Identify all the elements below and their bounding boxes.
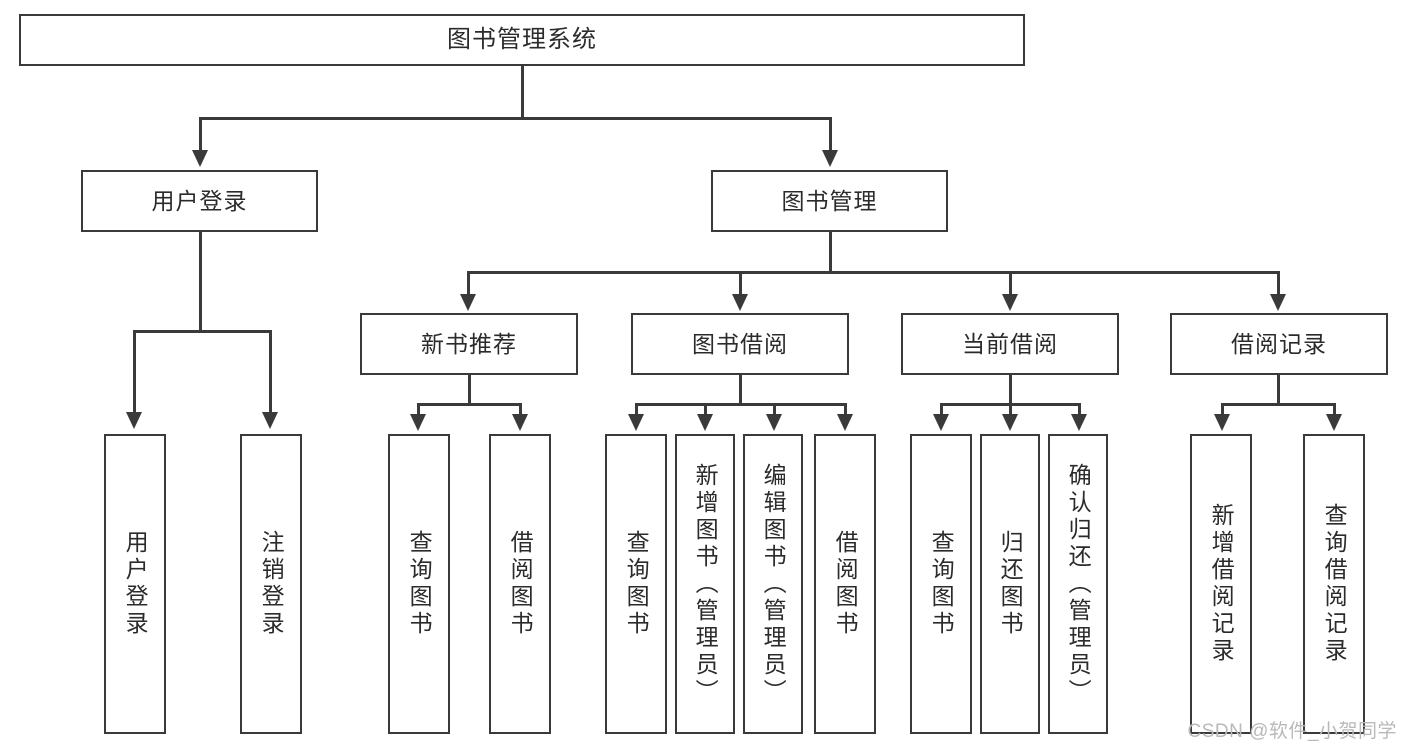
node-label: 查询图书 [928, 530, 955, 638]
node-label: 新书推荐 [421, 330, 517, 357]
node-label: 编辑图书（管理员） [760, 462, 787, 706]
arrow-head-down-icon [262, 412, 278, 429]
node-book-borrow[interactable]: 图书借阅 [631, 313, 849, 375]
arrow-head-down-icon [822, 150, 838, 167]
arrow-head-down-icon [1214, 414, 1230, 431]
connector-user-login-drop-2 [269, 330, 272, 415]
leaf-user-login-login[interactable]: 用户登录 [104, 434, 166, 734]
node-label: 新增图书（管理员） [692, 462, 719, 706]
leaf-user-login-logout[interactable]: 注销登录 [240, 434, 302, 734]
node-label: 新增借阅记录 [1208, 503, 1235, 665]
node-label: 归还图书 [997, 530, 1024, 638]
arrow-head-down-icon [1002, 294, 1018, 311]
leaf-recommend-borrow-book[interactable]: 借阅图书 [489, 434, 551, 734]
node-label: 确认归还（管理员） [1065, 462, 1092, 706]
arrow-head-down-icon [126, 412, 142, 429]
connector-root-drop-1 [199, 117, 202, 153]
connector-borrow-drop-1 [635, 403, 638, 417]
arrow-head-down-icon [460, 294, 476, 311]
connector-record-bus [1221, 403, 1335, 406]
node-new-book-recommend[interactable]: 新书推荐 [360, 313, 578, 375]
connector-book-mgmt-bus [467, 271, 1279, 274]
connector-root-bus [199, 117, 831, 120]
leaf-record-add-record[interactable]: 新增借阅记录 [1190, 434, 1252, 734]
arrow-head-down-icon [837, 414, 853, 431]
leaf-borrow-add-book-admin[interactable]: 新增图书（管理员） [675, 434, 735, 734]
connector-recommend-stem [468, 375, 471, 405]
connector-borrow-drop-4 [844, 403, 847, 417]
node-book-management[interactable]: 图书管理 [711, 170, 948, 232]
leaf-current-return-book[interactable]: 归还图书 [980, 434, 1040, 734]
connector-current-stem [1009, 375, 1012, 405]
arrow-head-down-icon [697, 414, 713, 431]
node-borrow-record[interactable]: 借阅记录 [1170, 313, 1388, 375]
connector-recommend-bus [417, 403, 521, 406]
node-label: 查询借阅记录 [1321, 503, 1348, 665]
node-root-book-management-system[interactable]: 图书管理系统 [19, 14, 1025, 66]
node-label: 用户登录 [151, 187, 248, 214]
arrow-head-down-icon [192, 150, 208, 167]
connector-borrow-drop-2 [704, 403, 707, 417]
node-label: 借阅记录 [1231, 330, 1327, 357]
connector-book-mgmt-drop-1 [467, 271, 470, 297]
csdn-watermark: CSDN @软件_小贺同学 [1187, 721, 1397, 742]
connector-current-drop-1 [940, 403, 943, 417]
node-label: 注销登录 [258, 530, 285, 638]
leaf-recommend-query-book[interactable]: 查询图书 [388, 434, 450, 734]
connector-recommend-drop-1 [417, 403, 420, 417]
node-current-borrow[interactable]: 当前借阅 [901, 313, 1119, 375]
connector-current-drop-3 [1078, 403, 1081, 417]
leaf-current-query-book[interactable]: 查询图书 [910, 434, 972, 734]
connector-user-login-bus [133, 330, 270, 333]
connector-user-login-stem [199, 232, 202, 332]
node-label: 当前借阅 [962, 330, 1058, 357]
arrow-head-down-icon [732, 294, 748, 311]
arrow-head-down-icon [1002, 414, 1018, 431]
node-label: 查询图书 [623, 530, 650, 638]
connector-book-mgmt-drop-2 [739, 271, 742, 297]
node-label: 查询图书 [406, 530, 433, 638]
connector-current-drop-2 [1009, 403, 1012, 417]
leaf-current-confirm-return-admin[interactable]: 确认归还（管理员） [1048, 434, 1108, 734]
leaf-record-query-record[interactable]: 查询借阅记录 [1303, 434, 1365, 734]
leaf-borrow-borrow-book[interactable]: 借阅图书 [814, 434, 876, 734]
connector-recommend-drop-2 [519, 403, 522, 417]
node-label: 用户登录 [122, 530, 149, 638]
node-label: 借阅图书 [832, 530, 859, 638]
arrow-head-down-icon [1270, 294, 1286, 311]
arrow-head-down-icon [1326, 414, 1342, 431]
node-label: 借阅图书 [507, 530, 534, 638]
connector-book-mgmt-stem [829, 232, 832, 273]
connector-record-drop-2 [1333, 403, 1336, 417]
arrow-head-down-icon [512, 414, 528, 431]
node-user-login[interactable]: 用户登录 [81, 170, 318, 232]
connector-user-login-drop-1 [133, 330, 136, 415]
node-label: 图书管理 [781, 187, 878, 214]
arrow-head-down-icon [1071, 414, 1087, 431]
node-label: 图书管理系统 [447, 26, 597, 54]
arrow-head-down-icon [933, 414, 949, 431]
arrow-head-down-icon [628, 414, 644, 431]
connector-root-drop-2 [829, 117, 832, 153]
connector-borrow-bus [635, 403, 847, 406]
leaf-borrow-query-book[interactable]: 查询图书 [605, 434, 667, 734]
arrow-head-down-icon [410, 414, 426, 431]
connector-record-stem [1277, 375, 1280, 405]
connector-borrow-drop-3 [773, 403, 776, 417]
arrow-head-down-icon [766, 414, 782, 431]
connector-record-drop-1 [1221, 403, 1224, 417]
connector-book-mgmt-drop-4 [1277, 271, 1280, 297]
connector-book-mgmt-drop-3 [1009, 271, 1012, 297]
node-label: 图书借阅 [692, 330, 788, 357]
leaf-borrow-edit-book-admin[interactable]: 编辑图书（管理员） [743, 434, 803, 734]
connector-borrow-stem [739, 375, 742, 405]
connector-root-stem [521, 66, 524, 118]
